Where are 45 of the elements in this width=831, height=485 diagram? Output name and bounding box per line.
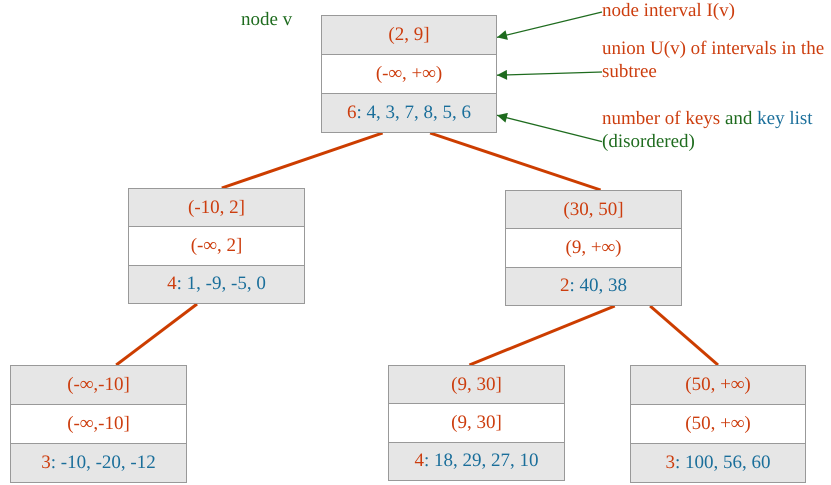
subtree-union: (-∞, +∞) xyxy=(376,63,442,85)
tree-node-box xyxy=(388,365,565,481)
annotation-arrow xyxy=(496,70,602,80)
annotation-arrow xyxy=(496,112,602,142)
annotation-text: number of keys xyxy=(602,108,720,129)
tree-node-box xyxy=(630,365,806,483)
annotation-text: key list xyxy=(757,108,813,129)
key-list: : 100, 56, 60 xyxy=(674,452,771,474)
node-interval: (9, 30] xyxy=(451,374,502,396)
annotation-text: and xyxy=(724,108,752,129)
tree-edge xyxy=(468,304,616,366)
annotation-text: union U(v) of intervals in the subtree xyxy=(602,38,831,88)
key-count: 3 xyxy=(665,452,675,474)
annotation-arrow xyxy=(496,11,602,40)
node-interval: (-10, 2] xyxy=(188,196,245,219)
node-interval: (30, 50] xyxy=(563,198,624,221)
annotation-text: node interval I(v) xyxy=(602,0,831,30)
key-list: : 18, 29, 27, 10 xyxy=(424,450,539,472)
key-count: 6 xyxy=(346,102,356,124)
key-list: : -10, -20, -12 xyxy=(50,452,156,474)
tree-edge xyxy=(115,302,198,366)
key-list: : 40, 38 xyxy=(569,275,628,298)
key-list: : 4, 3, 7, 8, 5, 6 xyxy=(356,102,472,124)
tree-node-box xyxy=(10,365,187,483)
subtree-union: (9, +∞) xyxy=(566,236,622,259)
tree-node-box xyxy=(505,190,682,306)
subtree-union: (50, +∞) xyxy=(685,413,751,435)
subtree-union: (-∞,-10] xyxy=(67,413,130,435)
annotation-text: (disordered) xyxy=(602,130,695,152)
key-count: 3 xyxy=(41,452,51,474)
tree-node-box xyxy=(128,188,305,304)
subtree-union: (9, 30] xyxy=(451,412,502,434)
node-interval: (2, 9] xyxy=(388,24,430,46)
key-count: 2 xyxy=(560,275,570,298)
tree-node-box xyxy=(321,15,497,133)
tree-edge xyxy=(221,132,384,190)
key-count: 4 xyxy=(414,450,424,472)
key-count: 4 xyxy=(167,273,177,296)
node-caption: node v xyxy=(241,9,292,31)
subtree-union: (-∞, 2] xyxy=(190,234,242,257)
key-list: : 1, -9, -5, 0 xyxy=(176,273,266,296)
node-interval: (50, +∞) xyxy=(685,374,751,396)
tree-edge xyxy=(430,132,602,192)
node-interval: (-∞,-10] xyxy=(67,374,130,396)
tree-edge xyxy=(649,304,719,366)
